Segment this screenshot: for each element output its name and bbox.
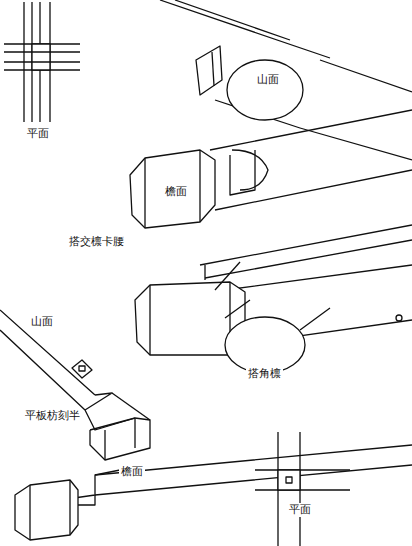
gable-purlin xyxy=(160,0,412,160)
stray-mark xyxy=(396,315,402,321)
corner-purlin xyxy=(135,225,412,373)
part-label: 搭角檩 xyxy=(246,367,283,380)
part-label: 搭交檩卡腰 xyxy=(67,235,126,248)
plan-bottom xyxy=(255,432,350,546)
part-label: 平面 xyxy=(25,127,51,140)
part-label: 山面 xyxy=(255,73,281,86)
part-label: 山面 xyxy=(29,315,55,328)
plan-top xyxy=(4,2,80,122)
plate-beam-gable xyxy=(0,310,150,460)
part-label: 平板枋刻半 xyxy=(23,409,82,422)
eave-purlin xyxy=(130,110,412,228)
part-label: 平面 xyxy=(287,503,313,516)
part-label: 檐面 xyxy=(163,185,189,198)
part-label: 檐面 xyxy=(119,465,145,478)
plate-beam-eave xyxy=(15,445,412,540)
